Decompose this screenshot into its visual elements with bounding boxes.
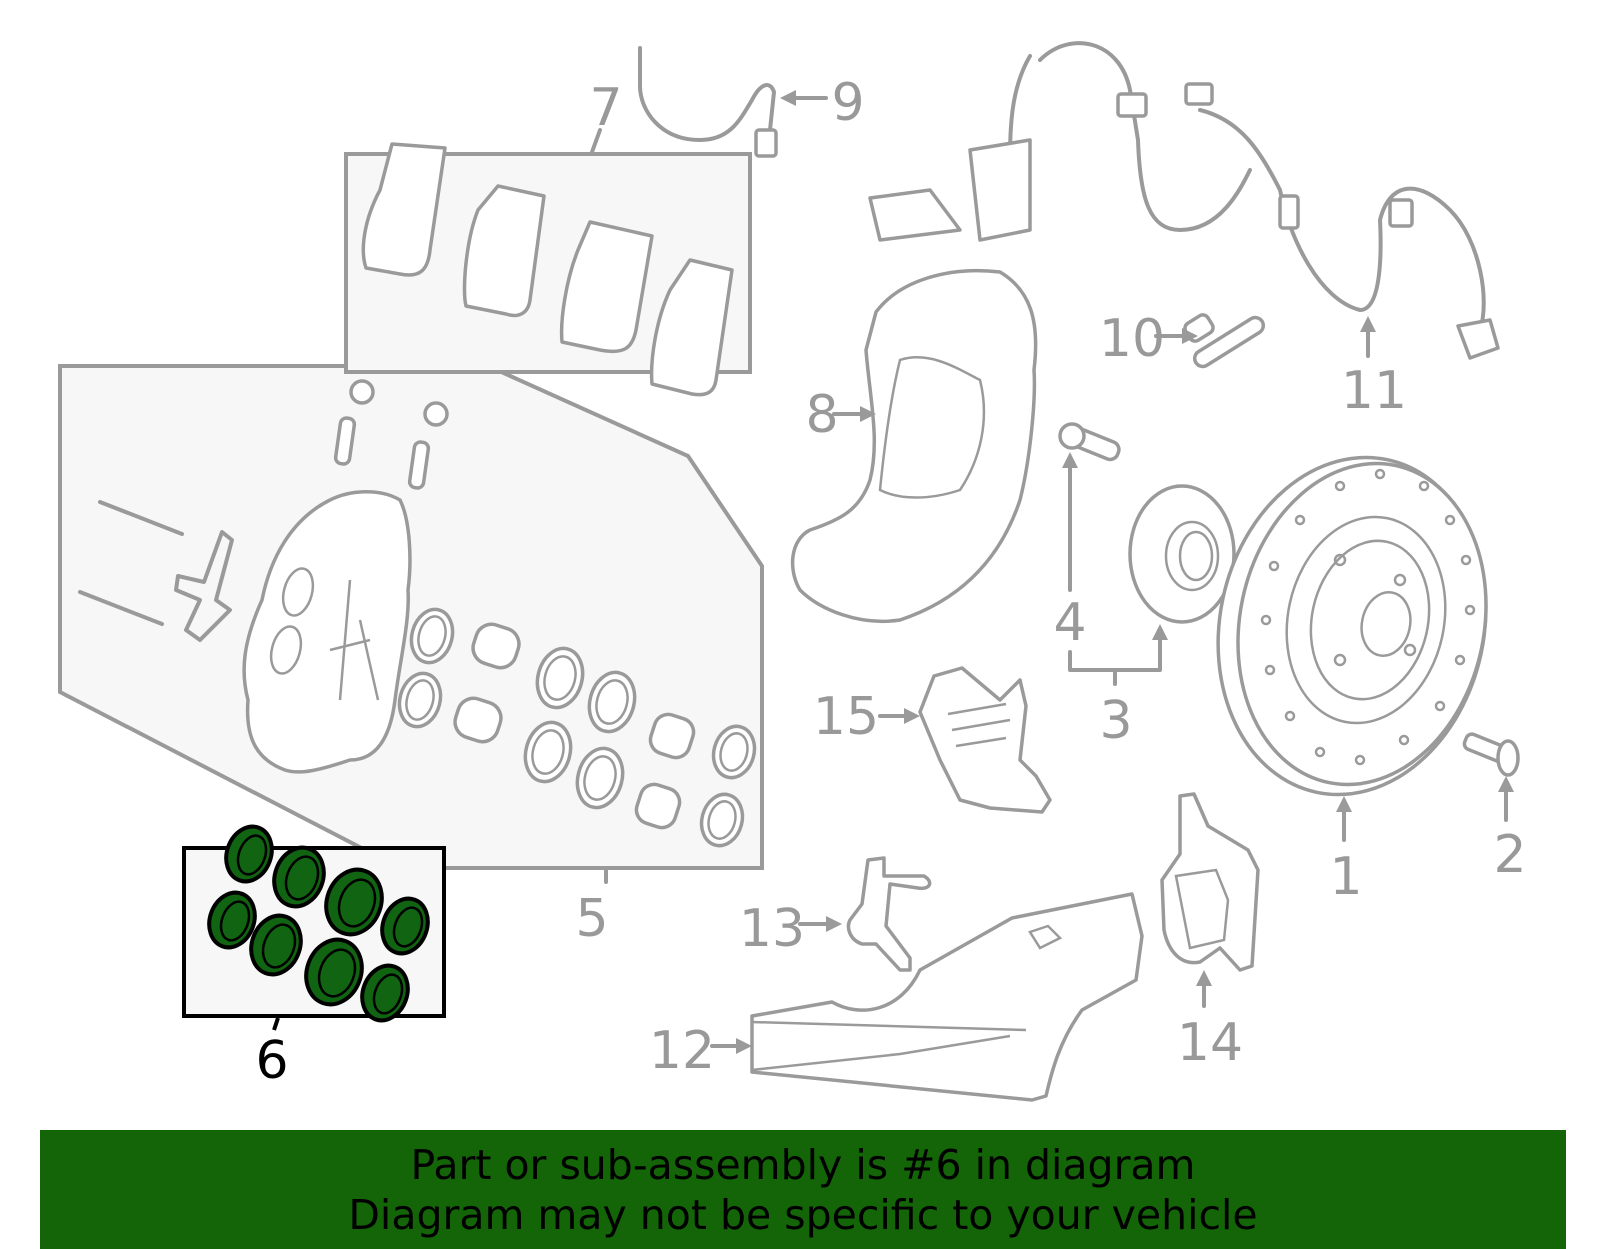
bleeder-cap-icon xyxy=(349,379,375,405)
callout-15[interactable]: 15 xyxy=(813,687,879,747)
brake-pad-icon xyxy=(462,184,546,318)
callout-14[interactable]: 14 xyxy=(1177,1013,1243,1073)
brake-pad-icon xyxy=(649,258,734,397)
brake-pad-icon xyxy=(361,142,447,277)
callout-9[interactable]: 9 xyxy=(831,73,864,133)
seal-kit-icon xyxy=(207,824,430,1023)
duct-bracket-icon xyxy=(846,856,932,972)
abs-sensor-icon xyxy=(1192,315,1266,369)
bleeder-screw-icon xyxy=(333,416,357,466)
caliper-shield-icon xyxy=(918,666,1052,814)
piston-icon xyxy=(634,782,682,830)
rotor-holes xyxy=(1260,468,1476,766)
callout-13[interactable]: 13 xyxy=(739,899,805,959)
callout-8[interactable]: 8 xyxy=(805,385,838,445)
callout-12[interactable]: 12 xyxy=(649,1021,715,1081)
callout-5[interactable]: 5 xyxy=(575,889,608,949)
callout-11[interactable]: 11 xyxy=(1341,361,1407,421)
rotor-group[interactable]: 1 xyxy=(1188,432,1517,907)
brake-hose-icon xyxy=(638,46,776,142)
callout-2[interactable]: 2 xyxy=(1493,825,1526,885)
brake-hose-group[interactable]: 9 xyxy=(638,46,865,158)
air-duct-group[interactable]: 12 xyxy=(649,892,1144,1102)
abs-harness-icon xyxy=(1008,41,1486,332)
callout-7[interactable]: 7 xyxy=(589,78,622,138)
hub-group[interactable]: 4 3 xyxy=(1053,422,1236,751)
abs-harness-group[interactable]: 11 xyxy=(868,41,1500,421)
brake-pad-icon xyxy=(559,220,654,354)
callout-10[interactable]: 10 xyxy=(1099,309,1165,369)
caliper-pin-icon xyxy=(78,590,164,626)
piston-seal-row xyxy=(397,607,757,848)
duct-bracket-group[interactable]: 13 xyxy=(739,856,932,972)
callout-1[interactable]: 1 xyxy=(1329,847,1362,907)
piston-icon xyxy=(453,696,503,744)
piston-icon xyxy=(648,712,696,760)
caliper-assembly-box xyxy=(58,364,764,870)
mount-bracket-group[interactable]: 14 xyxy=(1160,792,1260,1073)
piston-icon xyxy=(471,622,521,670)
caliper-assembly-group[interactable]: 5 xyxy=(58,364,764,949)
splash-shield-icon xyxy=(790,268,1038,623)
splash-shield-group[interactable]: 8 xyxy=(790,268,1038,623)
abs-sensor-group[interactable]: 10 xyxy=(1099,309,1266,369)
brake-pad-group[interactable]: 7 xyxy=(344,78,752,397)
caliper-pin-icon xyxy=(98,500,184,536)
callout-3[interactable]: 3 xyxy=(1099,691,1132,751)
info-banner: Part or sub-assembly is #6 in diagram Di… xyxy=(40,1130,1566,1249)
banner-line-disclaimer: Diagram may not be specific to your vehi… xyxy=(348,1190,1258,1239)
bleeder-screw-icon xyxy=(407,440,431,490)
caliper-body-icon xyxy=(242,490,412,774)
callout-6[interactable]: 6 xyxy=(255,1031,288,1091)
callout-4[interactable]: 4 xyxy=(1053,593,1086,653)
rotor-screw-group[interactable]: 2 xyxy=(1462,732,1527,885)
bleeder-cap-icon xyxy=(423,401,449,427)
spring-clip-icon xyxy=(174,530,234,642)
caliper-shield-group[interactable]: 15 xyxy=(813,666,1052,814)
banner-line-part: Part or sub-assembly is #6 in diagram xyxy=(410,1140,1196,1189)
wheel-hub-icon xyxy=(1128,484,1236,624)
seal-kit-group[interactable]: 6 xyxy=(182,820,446,1091)
